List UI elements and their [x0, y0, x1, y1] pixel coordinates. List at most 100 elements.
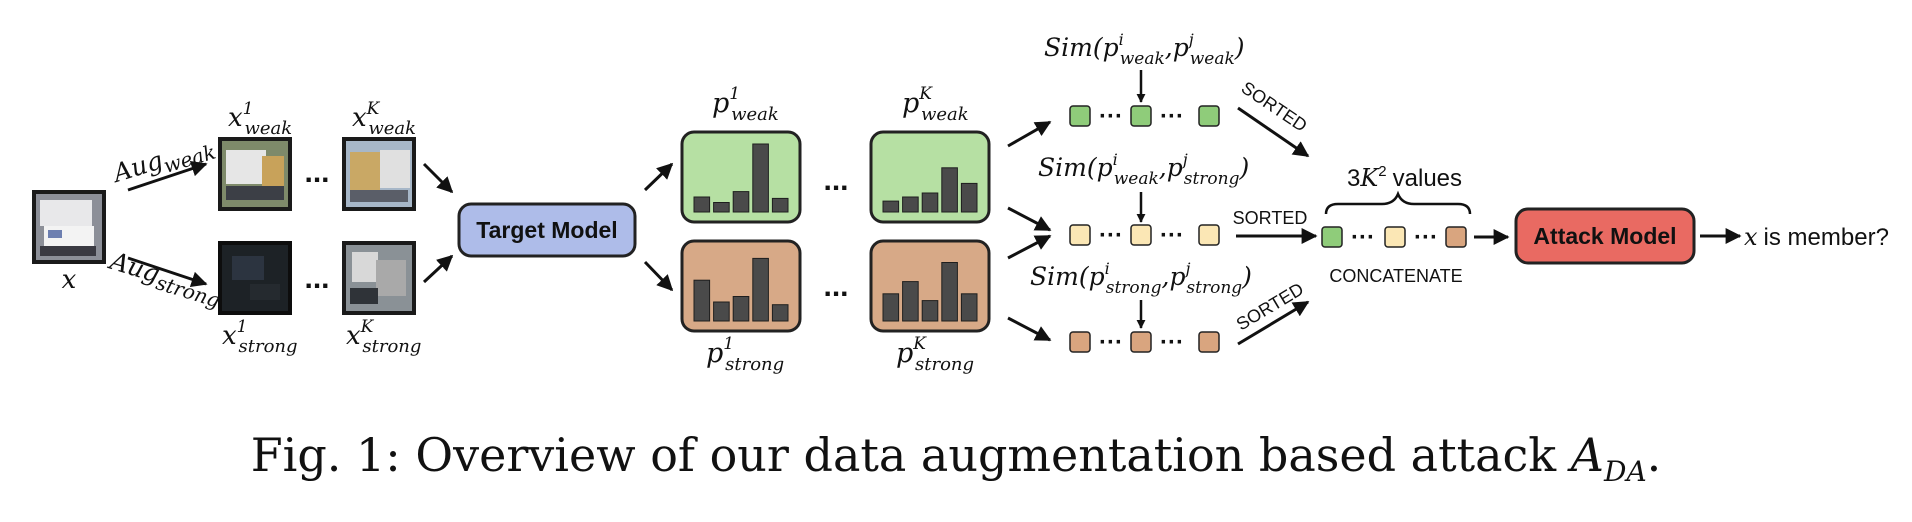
- histogram-bar: [921, 300, 939, 322]
- histogram-bar: [693, 279, 711, 322]
- concat-square-green: [1321, 226, 1343, 248]
- aug-strong-arrow: [127, 256, 208, 288]
- sim-ww-row: ··· ···: [1069, 103, 1220, 130]
- sorted-top-arrow: [1237, 106, 1310, 158]
- sim-ws-dots-2: ···: [1160, 222, 1184, 249]
- histogram-bar: [713, 301, 730, 322]
- sim-ss-dots-1: ···: [1099, 329, 1123, 356]
- input-image: [32, 190, 106, 264]
- strong-to-target-arrow: [422, 254, 454, 284]
- strong-sample-first-image: [218, 241, 292, 315]
- pred-strong-last-box: [869, 239, 991, 333]
- histogram-bar: [902, 196, 919, 213]
- strong-to-ws-arrow: [1007, 234, 1052, 260]
- histogram-weak-first: [693, 143, 789, 213]
- target-model-box: [457, 202, 637, 258]
- histogram-bar: [693, 196, 711, 213]
- histogram-bar: [941, 167, 958, 213]
- sorted-bottom-arrow: [1237, 300, 1310, 346]
- svg-text:Augstrong: Augstrong: [103, 246, 226, 313]
- input-label: x: [62, 265, 77, 295]
- concat-label: CONCATENATE: [1329, 266, 1462, 286]
- sim-ss-square-2: [1130, 331, 1152, 353]
- histogram-bar: [941, 262, 958, 322]
- weak-samples-ellipsis: ...: [304, 156, 329, 189]
- sim-ss-dots-2: ···: [1160, 329, 1184, 356]
- histogram-bar: [732, 296, 750, 322]
- caption-period: .: [1646, 428, 1662, 482]
- pred-strong-first-box: [680, 239, 802, 333]
- histogram-bar: [960, 182, 978, 213]
- sim-ss-square-3: [1198, 331, 1220, 353]
- concat-dots-2: ···: [1414, 224, 1438, 251]
- histogram-strong-first: [693, 257, 789, 322]
- sim-ws-square-3: [1198, 224, 1220, 246]
- weak-to-ww-arrow: [1007, 120, 1052, 148]
- sim-ws-dots-1: ···: [1099, 222, 1123, 249]
- sim-ss-row: ··· ···: [1069, 329, 1220, 356]
- attack-model-label: Attack Model: [1533, 223, 1676, 249]
- histogram-bar: [960, 293, 978, 322]
- aug-weak-arrow: [127, 160, 208, 192]
- sorted-middle-label: SORTED: [1233, 208, 1308, 228]
- concat-square-orange: [1445, 226, 1467, 248]
- attack-model-box: [1514, 207, 1696, 265]
- sim-ws-row: ··· ···: [1069, 222, 1220, 249]
- weak-sample-first-image: [218, 137, 292, 211]
- histogram-bar: [771, 197, 789, 213]
- pred-weak-last-box: [869, 130, 991, 224]
- weak-to-target-arrow: [422, 162, 454, 194]
- histogram-bar: [713, 202, 730, 213]
- concat-brace: [1324, 190, 1472, 215]
- figure-caption: Fig. 1: Overview of our data augmentatio…: [0, 428, 1912, 488]
- svg-text:Augweak: Augweak: [108, 130, 219, 193]
- target-to-strong-arrow: [643, 260, 674, 292]
- strong-sample-last-image: [342, 241, 416, 315]
- histogram-bar: [771, 304, 789, 322]
- sim-ws-square-2: [1130, 224, 1152, 246]
- sim-ww-square-3: [1198, 105, 1220, 127]
- sim-ws-square-1: [1069, 224, 1091, 246]
- histogram-bar: [902, 281, 919, 322]
- sorted-top-label: SORTED: [1238, 78, 1311, 136]
- aug-strong-label: Augstrong: [103, 246, 226, 313]
- pred-weak-first-box: [680, 130, 802, 224]
- histogram-weak-last: [882, 167, 978, 213]
- histogram-bar: [732, 191, 750, 213]
- sim-ww-square-2: [1130, 105, 1152, 127]
- sim-ww-dots-1: ···: [1099, 103, 1123, 130]
- concat-square-yellow: [1384, 226, 1406, 248]
- target-model-label: Target Model: [476, 217, 617, 243]
- strong-samples-ellipsis: ...: [304, 262, 329, 295]
- concat-row: ··· ···: [1321, 224, 1467, 251]
- histogram-bar: [882, 293, 900, 322]
- strong-to-ss-arrow: [1007, 316, 1052, 342]
- attack-symbol: ADA: [1570, 428, 1647, 489]
- sim-ww-square-1: [1069, 105, 1091, 127]
- histogram-bar: [882, 200, 900, 213]
- histogram-bar: [921, 192, 939, 213]
- histogram-bar: [752, 257, 769, 322]
- pred-weak-ellipsis: ...: [823, 164, 848, 197]
- histogram-bar: [752, 143, 769, 213]
- weak-to-ws-arrow: [1007, 206, 1052, 232]
- concat-dots-1: ···: [1351, 224, 1375, 251]
- weak-sample-last-image: [342, 137, 416, 211]
- aug-weak-label: Augweak: [108, 130, 219, 193]
- histogram-strong-last: [882, 262, 978, 322]
- pred-strong-ellipsis: ...: [823, 270, 848, 303]
- target-to-weak-arrow: [643, 162, 674, 192]
